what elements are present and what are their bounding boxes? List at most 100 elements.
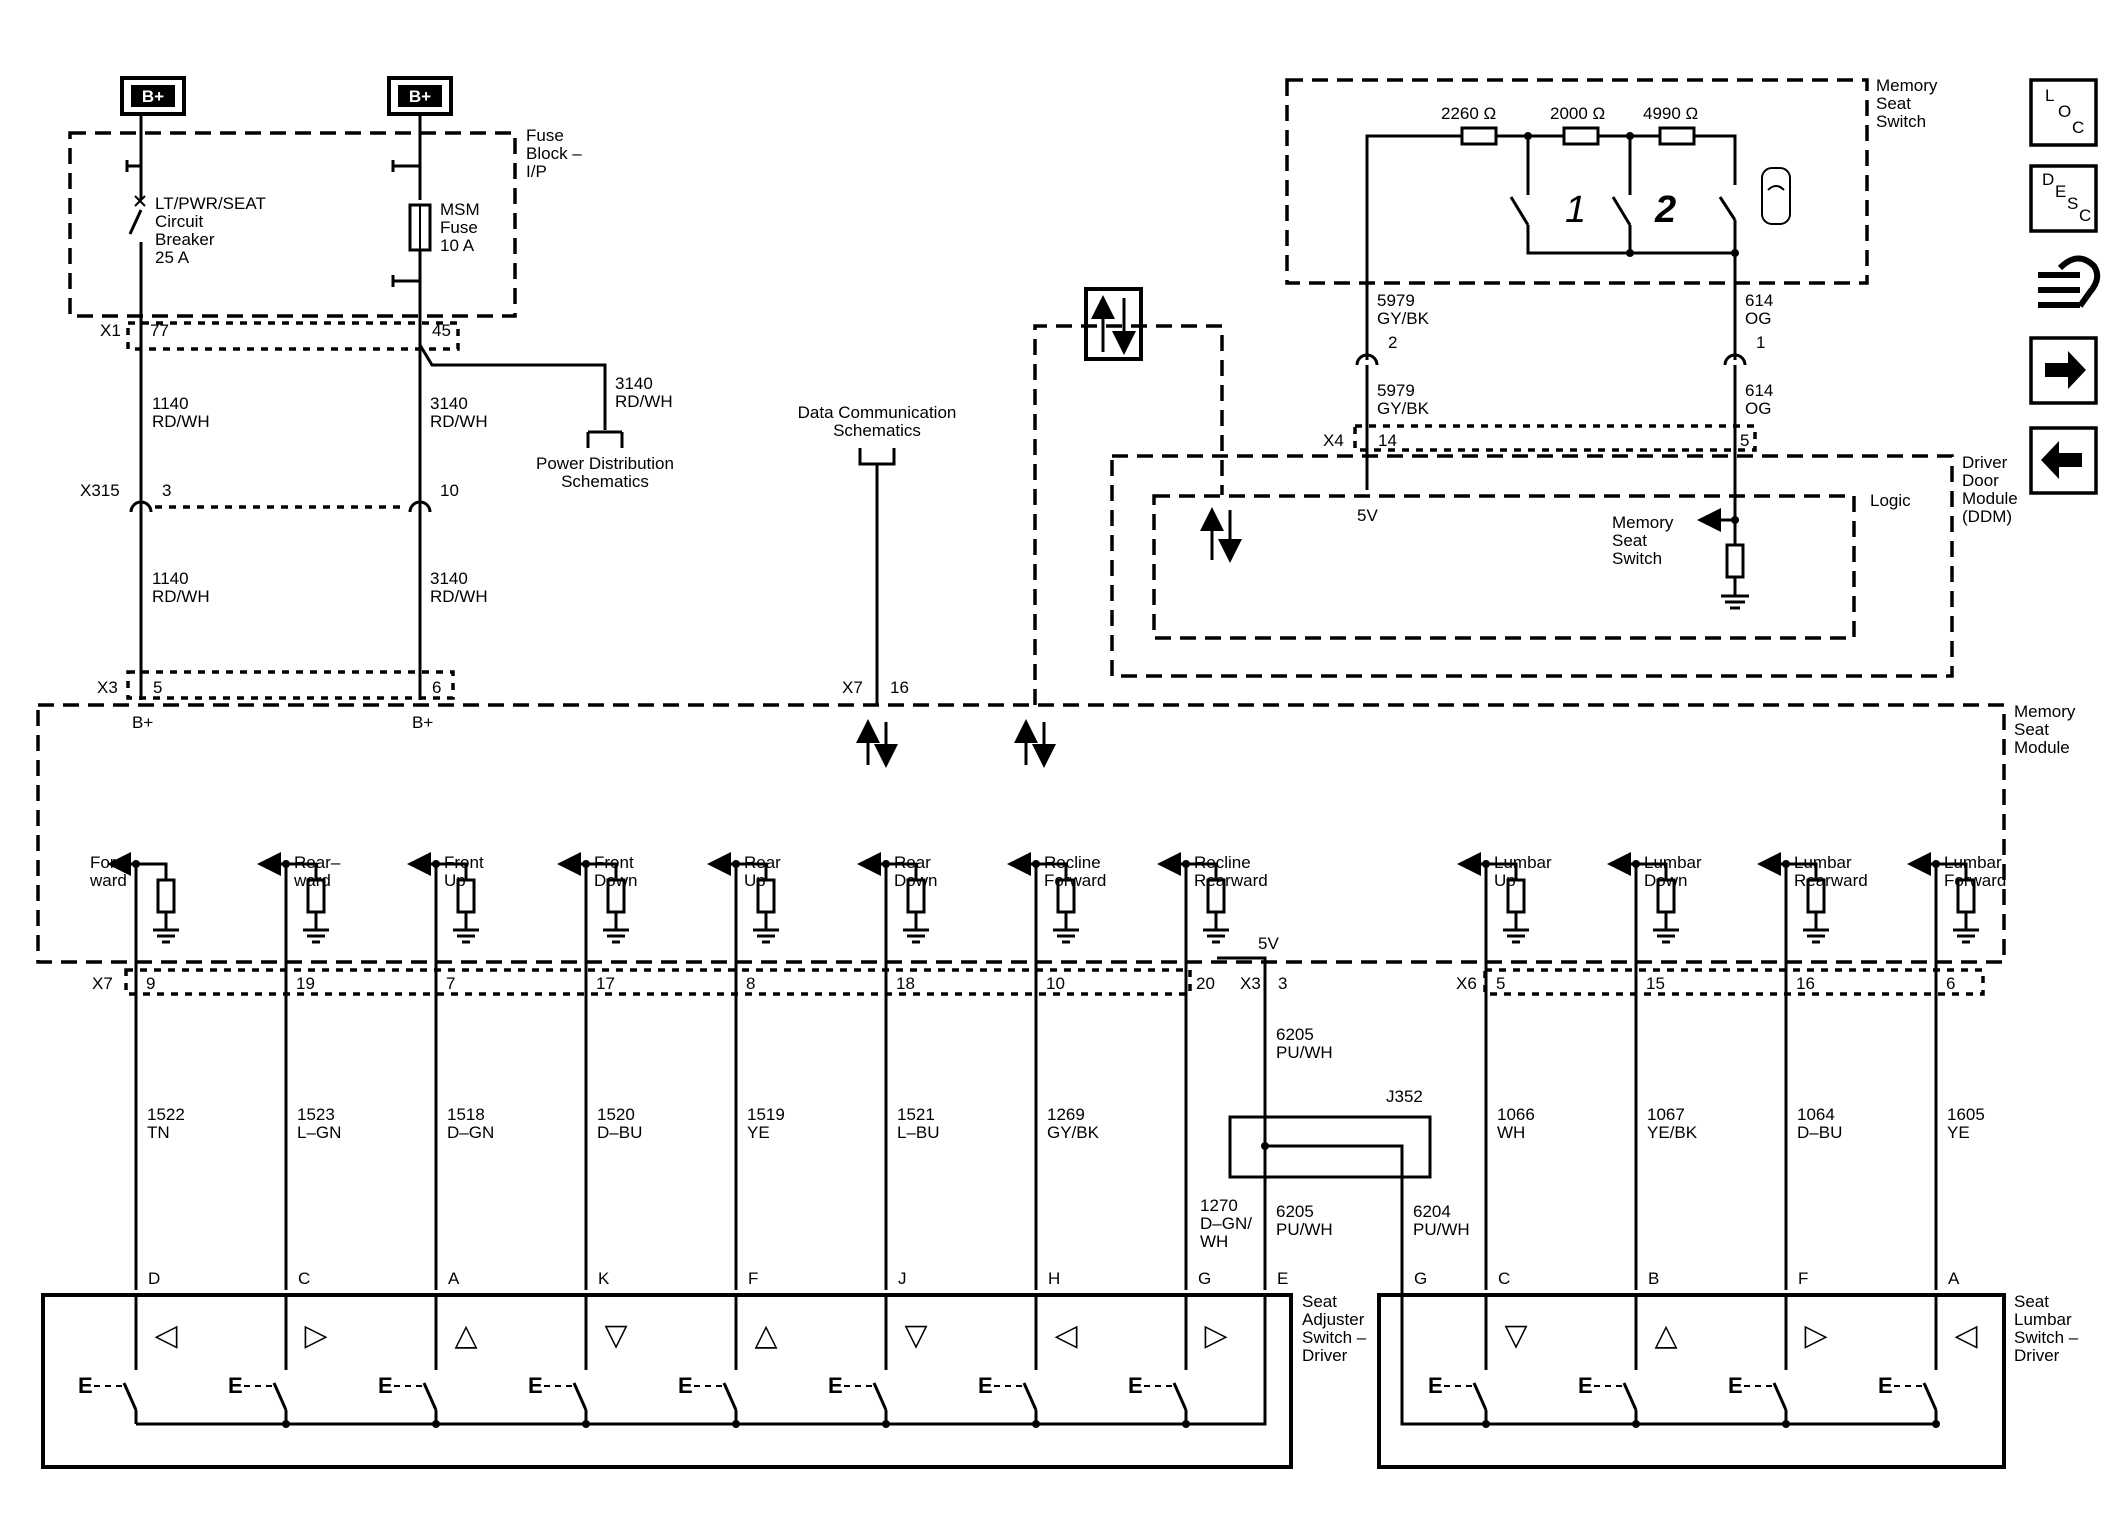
switch-pin: A xyxy=(448,1269,460,1288)
loc-text-3: C xyxy=(2072,118,2084,137)
serial-data-path xyxy=(1033,324,1224,705)
connector-pin: 5 xyxy=(1496,974,1505,993)
input-label: Recline xyxy=(1044,853,1101,872)
bus-node xyxy=(432,1420,440,1428)
connector-x315 xyxy=(129,500,432,513)
wire-614-color: OG xyxy=(1745,309,1771,328)
arrow-right-icon xyxy=(2045,351,2086,389)
wire-6205a-num: 6205 xyxy=(1276,1025,1314,1044)
bus-node xyxy=(1932,1420,1940,1428)
resistor-2-value: 2000 Ω xyxy=(1550,104,1605,123)
adj-switch-label-4: Driver xyxy=(1302,1346,1348,1365)
switch-contact xyxy=(722,1295,738,1411)
arrow-left-icon xyxy=(2041,441,2082,479)
ground-icon xyxy=(753,912,779,944)
fuse-label: MSM xyxy=(440,200,480,219)
wire-number: 1064 xyxy=(1797,1105,1835,1124)
connector-pin: 16 xyxy=(1796,974,1815,993)
breaker-label-4: 25 A xyxy=(155,248,190,267)
fuse-block-label-3: I/P xyxy=(526,162,547,181)
svg-text:B+: B+ xyxy=(409,87,431,106)
splice-j352: J352 xyxy=(1386,1087,1423,1106)
wire-5979-num: 5979 xyxy=(1377,291,1415,310)
switch-pin: F xyxy=(748,1269,758,1288)
data-comm-conn: X7 xyxy=(842,678,863,697)
ddm-logic-outline xyxy=(1152,494,1856,640)
connector-x4-pin-b: 5 xyxy=(1740,431,1749,450)
input-label: Lumbar xyxy=(1944,853,2002,872)
power-dist-ref xyxy=(586,430,624,448)
connector-pin: 7 xyxy=(446,974,455,993)
switch-actuator: E xyxy=(828,1373,843,1398)
desc-button[interactable]: D E S C xyxy=(2029,164,2098,233)
direction-arrow-icon: ▽ xyxy=(604,1319,627,1352)
switch-actuator: E xyxy=(228,1373,243,1398)
loc-button[interactable]: L O C xyxy=(2029,78,2098,147)
lumbar-switch-label-4: Driver xyxy=(2014,1346,2060,1365)
wire-614b-num: 614 xyxy=(1745,381,1773,400)
next-page-button[interactable] xyxy=(2029,336,2098,405)
module-input-channels: For–ward9Rear–ward19FrontUp7FrontDown17R… xyxy=(89,852,2006,1290)
wire-color: YE xyxy=(747,1123,770,1142)
ddm-label-4: (DDM) xyxy=(1962,507,2012,526)
wire-614-pin: 1 xyxy=(1756,333,1765,352)
prev-page-button[interactable] xyxy=(2029,426,2098,495)
fuse-block-label-2: Block – xyxy=(526,144,582,163)
memory-button-1: 1 xyxy=(1565,189,1586,231)
connector-pin: 9 xyxy=(146,974,155,993)
wire-3140-num: 3140 xyxy=(430,394,468,413)
input-label: For– xyxy=(90,853,126,872)
wire-3140-branch xyxy=(418,344,607,430)
ddm-label: Driver xyxy=(1962,453,2008,472)
switch-pin: G xyxy=(1414,1269,1427,1288)
input-label: Recline xyxy=(1194,853,1251,872)
wire-3140c-num: 3140 xyxy=(615,374,653,393)
switch-actuator: E xyxy=(978,1373,993,1398)
msm-label: Memory xyxy=(2014,702,2076,721)
ddm-outline xyxy=(1110,454,1954,678)
circuit-breaker xyxy=(125,114,146,700)
memory-seat-switch-outline xyxy=(1285,78,1869,285)
switch-pin: H xyxy=(1048,1269,1060,1288)
switch-contact xyxy=(272,1295,288,1411)
adj-switch-label-3: Switch – xyxy=(1302,1328,1367,1347)
switch-contact xyxy=(1622,1295,1638,1411)
wire-color: GY/BK xyxy=(1047,1123,1100,1142)
input-label: Front xyxy=(594,853,634,872)
data-comm-ref xyxy=(858,448,896,466)
switch-actuator: E xyxy=(1128,1373,1143,1398)
switch-actuator: E xyxy=(1878,1373,1893,1398)
connector-pin: 6 xyxy=(1946,974,1955,993)
connector-x3-top xyxy=(126,670,455,700)
switch-pin: A xyxy=(1948,1269,1960,1288)
channel-wire xyxy=(1034,862,1068,1290)
bus-node xyxy=(732,1420,740,1428)
adjuster-common-bus xyxy=(136,1295,1267,1426)
connector-x7-name: X7 xyxy=(92,974,113,993)
switch-pin: E xyxy=(1277,1269,1288,1288)
ddm-label-3: Module xyxy=(1962,489,2018,508)
bus-node xyxy=(1632,1420,1640,1428)
connector-pin: 20 xyxy=(1196,974,1215,993)
channel-wire xyxy=(1784,862,1818,1290)
wire-614-num: 614 xyxy=(1745,291,1773,310)
input-label: Rear xyxy=(744,853,781,872)
lumbar-common-bus xyxy=(1400,1290,1936,1426)
harness-icon[interactable] xyxy=(2038,255,2101,308)
input-label: Forward xyxy=(1044,871,1106,890)
wire-3140b-color: RD/WH xyxy=(430,587,488,606)
channel-wire xyxy=(884,862,918,1290)
wire-number: 1523 xyxy=(297,1105,335,1124)
wire-5979b-num: 5979 xyxy=(1377,381,1415,400)
ground-icon xyxy=(903,912,929,944)
input-label: Rearward xyxy=(1194,871,1268,890)
msm-label-3: Module xyxy=(2014,738,2070,757)
wire-color: YE/BK xyxy=(1647,1123,1698,1142)
lumbar-switch-label-2: Lumbar xyxy=(2014,1310,2072,1329)
wire-614b-color: OG xyxy=(1745,399,1771,418)
data-arrows-right xyxy=(1014,719,1056,768)
channel-wire xyxy=(434,862,468,1290)
connector-pin: 19 xyxy=(296,974,315,993)
switch-contact xyxy=(1172,1295,1188,1411)
